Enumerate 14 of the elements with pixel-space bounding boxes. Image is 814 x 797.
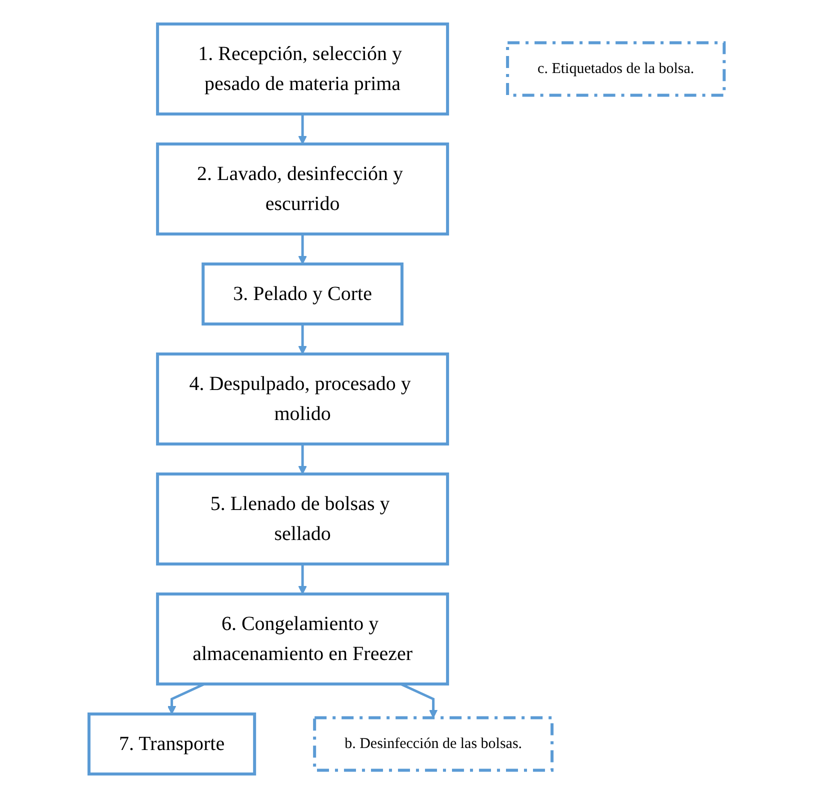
node-box: 1. Recepción, selección y pesado de materia prima <box>156 22 450 115</box>
node-box: 6. Congelamiento y almacenamiento en Freezer <box>156 592 450 685</box>
arrow <box>298 234 308 264</box>
arrow <box>298 564 308 594</box>
arrow <box>298 114 308 144</box>
node-box: 2. Lavado, desinfección y escurrido <box>156 142 450 235</box>
arrow <box>298 324 308 354</box>
node-box: 3. Pelado y Corte <box>202 262 404 325</box>
arrow <box>298 444 308 474</box>
node-box: b. Desinfección de las bolsas. <box>313 716 554 772</box>
node-box: 5. Llenado de bolsas y sellado <box>156 472 450 565</box>
node-box: c. Etiquetados de la bolsa. <box>506 40 726 96</box>
node-box: 4. Despulpado, procesado y molido <box>156 352 450 445</box>
node-box: 7. Transporte <box>88 712 256 775</box>
